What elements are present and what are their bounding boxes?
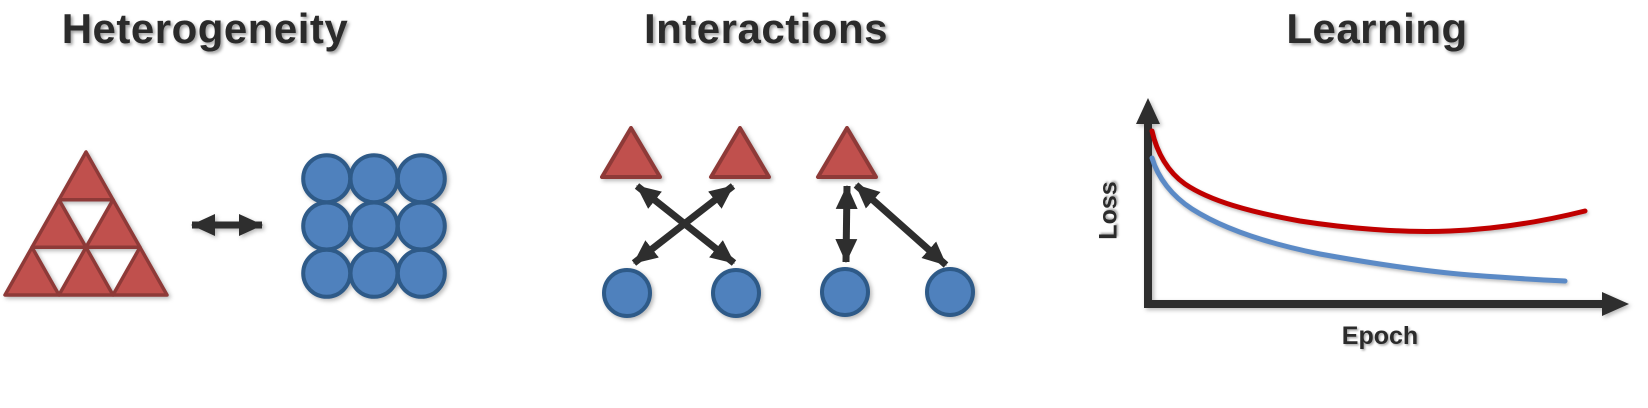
interaction-triangles xyxy=(600,126,878,179)
bidirectional-arrow xyxy=(631,183,736,266)
panel-heterogeneity-graphic xyxy=(3,150,447,299)
circle-grid xyxy=(301,153,447,299)
blue-circle xyxy=(925,267,975,317)
fractal-triangle-cell xyxy=(3,245,61,297)
panel-learning-graphic xyxy=(1136,98,1629,316)
fractal-triangle-cell xyxy=(57,245,115,297)
fractal-triangle-cell xyxy=(111,245,169,297)
blue-circle xyxy=(395,153,447,205)
blue-circle xyxy=(602,268,652,318)
axis-lines xyxy=(1144,122,1603,308)
interaction-circles xyxy=(602,267,975,318)
red-triangle xyxy=(600,126,662,179)
fractal-triangle xyxy=(3,150,169,297)
x-axis-arrowhead-icon xyxy=(1602,292,1629,316)
red-triangle xyxy=(816,126,878,179)
panel-title-heterogeneity: Heterogeneity xyxy=(61,5,349,52)
bidirectional-arrow xyxy=(835,185,858,263)
panel-interactions-graphic xyxy=(600,126,975,318)
red-loss-curve xyxy=(1149,128,1588,234)
x-axis-label: Epoch xyxy=(1341,322,1419,350)
blue-circle xyxy=(395,247,447,299)
blue-circle xyxy=(301,153,353,205)
red-triangle xyxy=(709,126,771,179)
blue-circle xyxy=(301,200,353,252)
blue-circle xyxy=(348,247,400,299)
blue-circle xyxy=(711,268,761,318)
blue-circle xyxy=(820,267,870,317)
bidirectional-arrow xyxy=(853,182,949,268)
y-axis-label: Loss xyxy=(1094,181,1123,240)
blue-circle xyxy=(395,200,447,252)
blue-circle xyxy=(348,200,400,252)
fractal-triangle-cell xyxy=(30,197,88,250)
y-axis-arrowhead-icon xyxy=(1136,98,1160,124)
panel-title-learning: Learning xyxy=(1286,5,1468,52)
blue-loss-curve xyxy=(1149,155,1568,284)
interaction-arrows xyxy=(631,182,949,268)
blue-circle xyxy=(348,153,400,205)
blue-circle xyxy=(301,247,353,299)
panel-title-interactions: Interactions xyxy=(643,5,889,52)
fractal-triangle-cell xyxy=(84,197,142,250)
plot-axes xyxy=(1136,98,1629,316)
fractal-triangle-cell xyxy=(57,150,115,202)
